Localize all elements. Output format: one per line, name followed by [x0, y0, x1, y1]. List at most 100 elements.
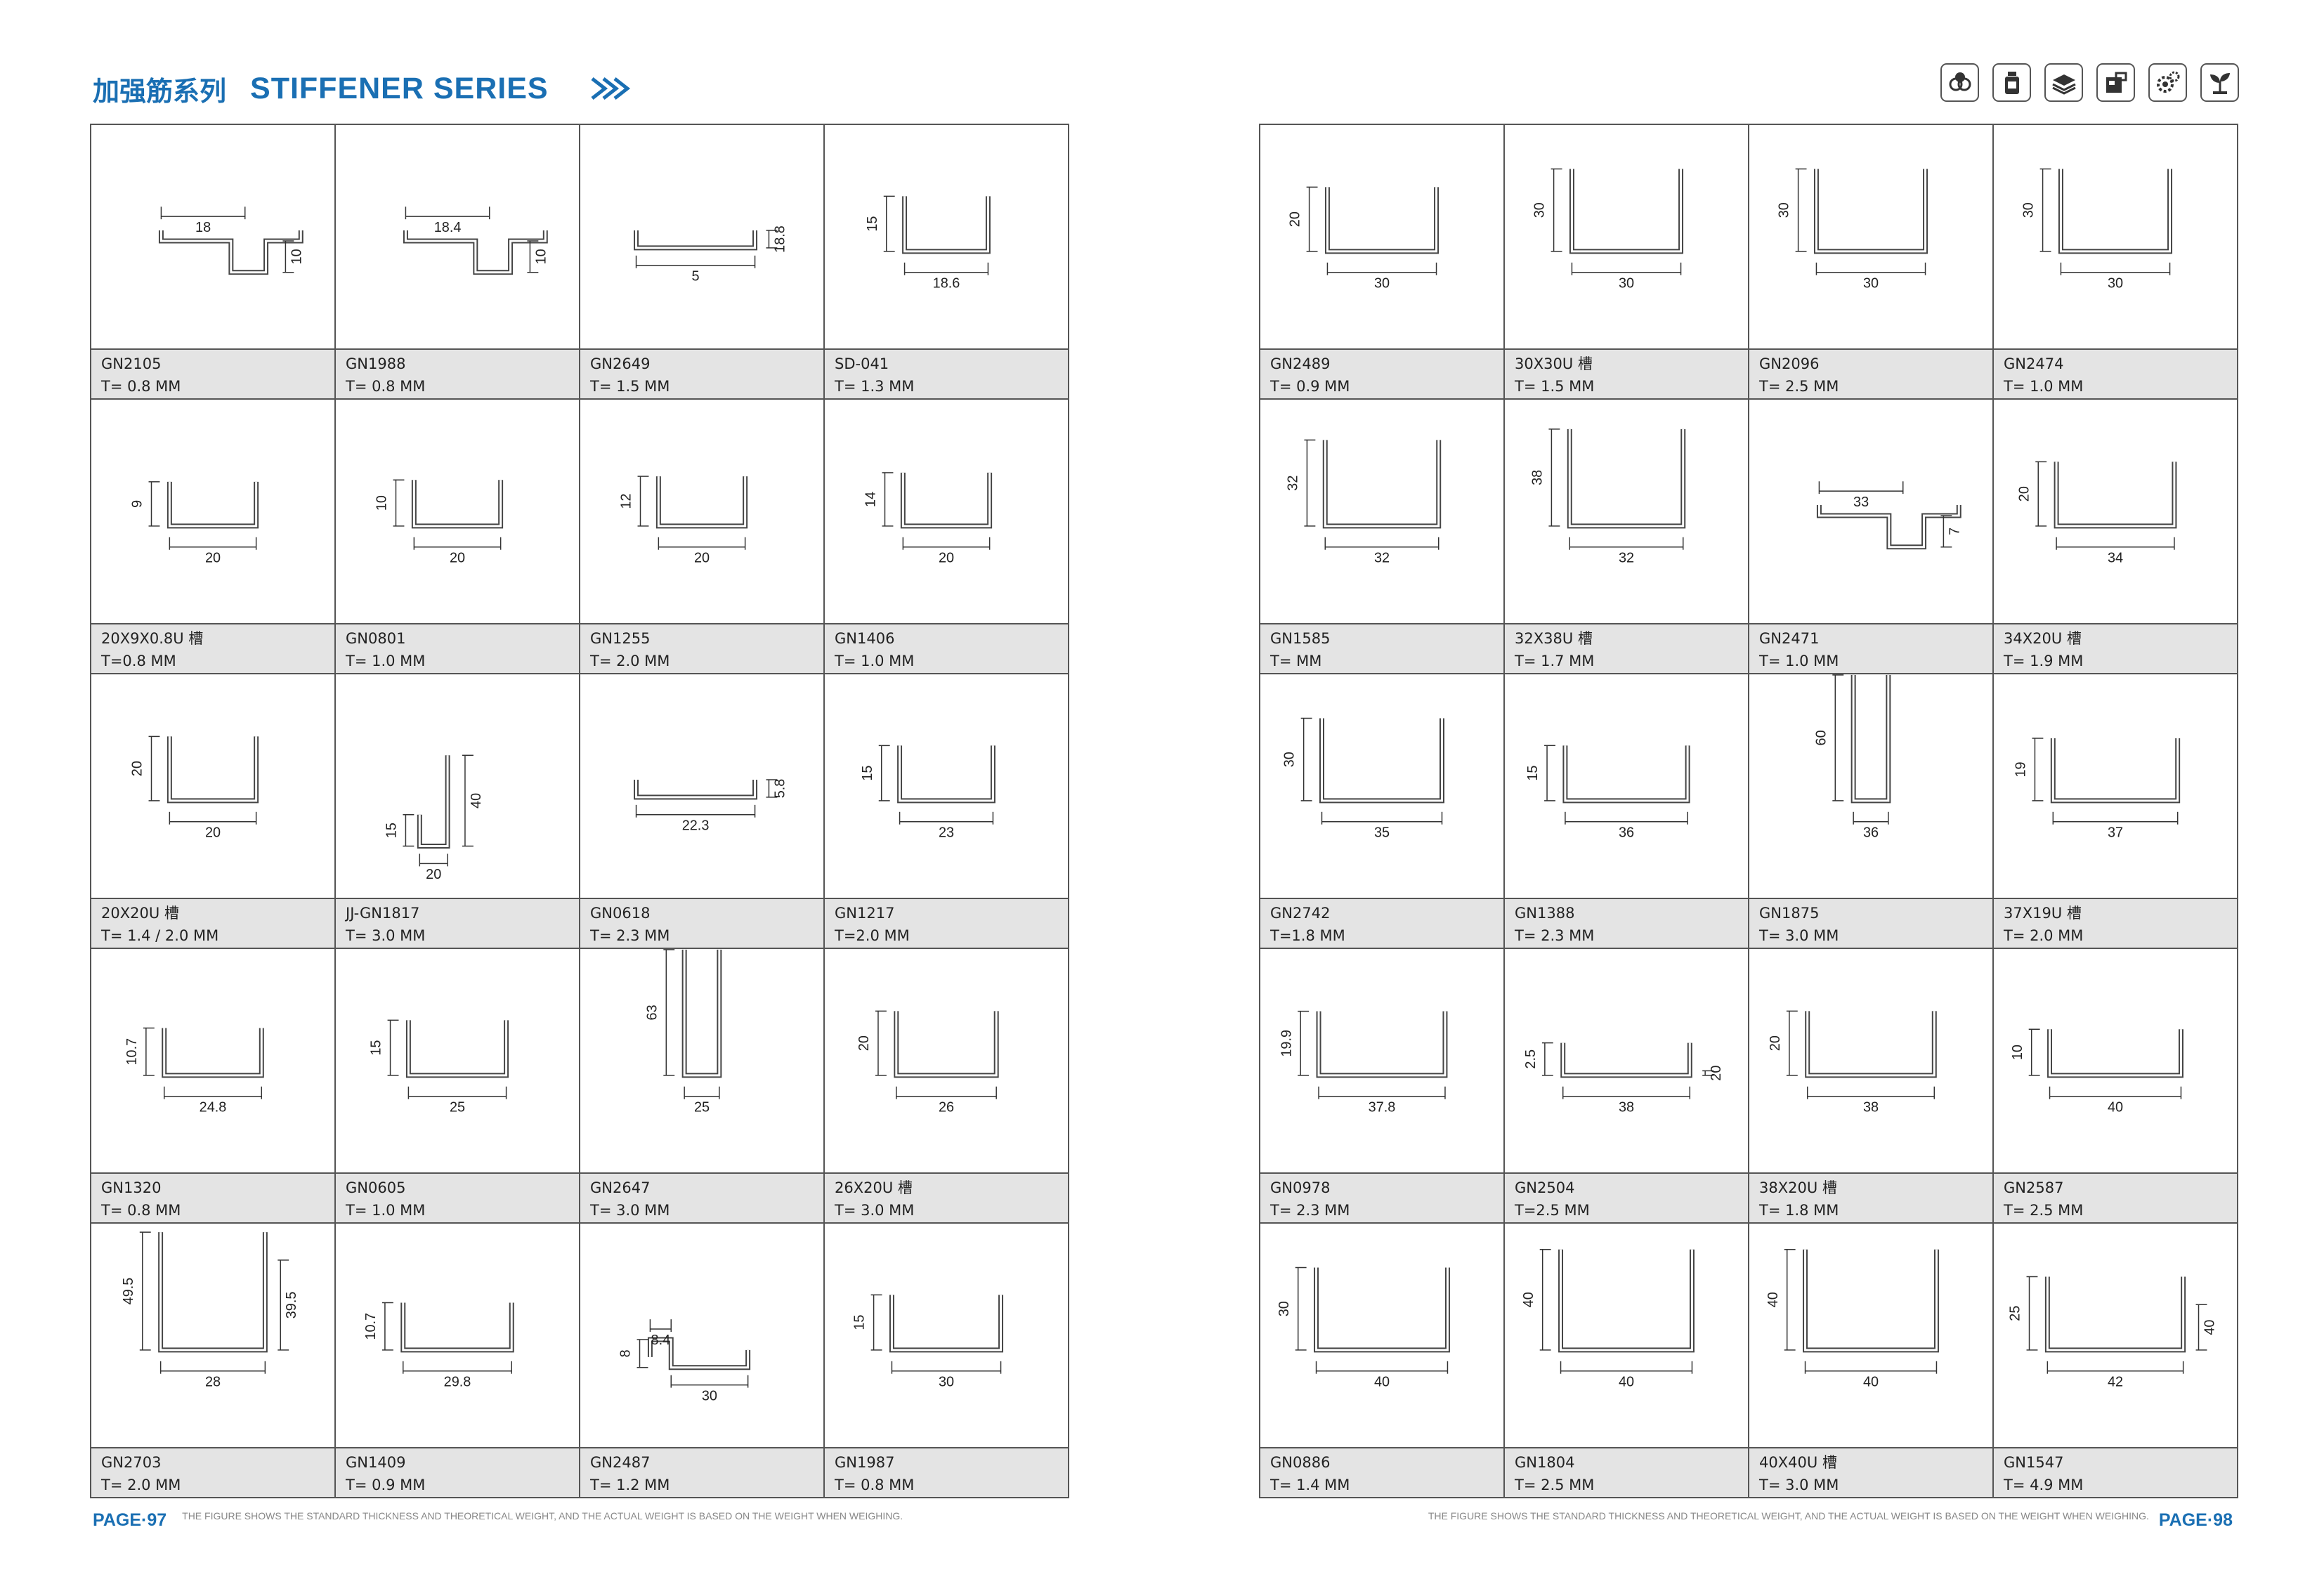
- product-label: 32X38U 槽 T= 1.7 MM: [1505, 623, 1748, 673]
- product-code: GN2489: [1270, 355, 1331, 372]
- dimension-label: 10: [2010, 1045, 2025, 1060]
- product-code: GN1987: [835, 1454, 895, 1471]
- profile-drawing: 9 20: [130, 481, 259, 566]
- dimension-label: 20: [130, 761, 145, 776]
- profile-drawing: 518.8: [634, 225, 788, 284]
- dimension-label: 22.3: [682, 818, 710, 834]
- dimension-label: 30: [939, 1375, 954, 1390]
- profile-outline: [1319, 718, 1444, 804]
- dimension-label: 29.8: [444, 1375, 471, 1390]
- profile-outline: [681, 949, 722, 1078]
- profile-outline: [2054, 462, 2177, 529]
- product-code: 32X38U 槽: [1515, 630, 1593, 647]
- product-thickness: T= 1.9 MM: [2004, 653, 2084, 669]
- dimension-label: 15: [865, 216, 880, 232]
- profile-inner: [418, 755, 449, 847]
- product-thickness: T= 0.8 MM: [101, 378, 181, 395]
- dimension-label: 18.6: [933, 276, 960, 292]
- product-thickness: T= 2.0 MM: [590, 653, 670, 669]
- dimension-label: 28: [205, 1375, 221, 1390]
- dimension-label: 26: [939, 1100, 954, 1115]
- profile-outline: [1562, 745, 1690, 804]
- weight-note: THE FIGURE SHOWS THE STANDARD THICKNESS …: [1428, 1510, 2149, 1522]
- profile-outline: [1324, 187, 1440, 254]
- dimension-label: 39.5: [284, 1292, 299, 1319]
- profile-outline: [889, 1295, 1004, 1353]
- product-thickness: T= 3.0 MM: [835, 1202, 915, 1219]
- profile-outline: [897, 745, 995, 804]
- dimension-label: 38: [1863, 1100, 1879, 1115]
- profile-inner: [1324, 440, 1440, 528]
- profile-outline: [167, 736, 259, 804]
- dimension-label: 15: [860, 766, 875, 781]
- dimension-label: 25: [2008, 1306, 2023, 1321]
- product-thickness: T= 1.7 MM: [1515, 653, 1595, 669]
- product-thickness: T= 1.0 MM: [835, 653, 915, 669]
- profile-inner: [1806, 1011, 1935, 1077]
- dimension-label: 5.8: [772, 779, 788, 799]
- dimension-label: 15: [1525, 766, 1541, 781]
- product-code: GN2703: [101, 1454, 162, 1471]
- dimension-label: 18.8: [772, 225, 788, 253]
- dimension-label: 40: [469, 793, 484, 809]
- product-code: GN1388: [1515, 905, 1575, 922]
- product-code: 30X30U 槽: [1515, 355, 1593, 372]
- page-header: 加强筋系列 STIFFENER SERIES: [93, 67, 633, 110]
- product-thickness: T= 0.9 MM: [346, 1477, 426, 1493]
- profile-outline: [894, 1011, 999, 1078]
- profile-inner: [1570, 169, 1683, 253]
- product-thickness: T= MM: [1270, 653, 1322, 669]
- dimension-label: 15: [384, 823, 400, 838]
- profile-drawing: 15 18.6: [865, 195, 991, 292]
- product-code: GN0618: [590, 905, 651, 922]
- profile-inner: [407, 1020, 508, 1077]
- dimension-label: 30: [1532, 202, 1548, 218]
- profile-drawing: 10.724.8: [124, 1027, 264, 1115]
- dimension-label: 9: [130, 500, 145, 508]
- product-thickness: T= 1.4 MM: [1270, 1477, 1350, 1493]
- profile-outline: [1850, 674, 1891, 804]
- dimension-label: 40: [2108, 1100, 2123, 1115]
- profile-inner: [159, 230, 302, 274]
- dimension-label: 49.5: [121, 1278, 136, 1305]
- dimension-label: 30: [1863, 276, 1879, 292]
- dimension-label: 19: [2013, 761, 2029, 777]
- product-code: GN0978: [1270, 1179, 1331, 1196]
- profile-inner: [901, 472, 991, 528]
- footer-page-98: THE FIGURE SHOWS THE STANDARD THICKNESS …: [1425, 1510, 2233, 1531]
- dimension-label: 25: [450, 1100, 465, 1115]
- profile-outline: [634, 780, 758, 800]
- dimension-label: 20: [205, 551, 221, 566]
- dimension-label: 10.7: [363, 1313, 379, 1340]
- product-code: GN1988: [346, 355, 406, 372]
- page-number: PAGE·97: [93, 1510, 167, 1530]
- profile-inner: [168, 481, 258, 528]
- profile-outline: [2050, 738, 2181, 804]
- layers-icon: [2044, 63, 2083, 102]
- dimension-label: 20: [1709, 1066, 1724, 1081]
